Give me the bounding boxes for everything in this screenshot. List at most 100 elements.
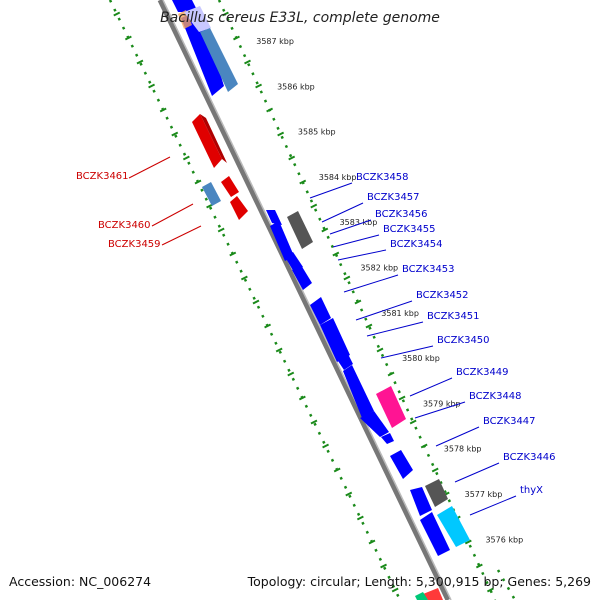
gene-label-BCZK3450[interactable]: BCZK3450 — [437, 335, 490, 346]
scale-tick — [298, 395, 306, 401]
scale-label: 3576 kbp — [485, 535, 523, 544]
scale-tick — [277, 131, 285, 137]
leader-line — [469, 495, 517, 516]
scale-tick — [287, 371, 295, 377]
gene-label-BCZK3448[interactable]: BCZK3448 — [469, 391, 522, 402]
gene-label-BCZK3456[interactable]: BCZK3456 — [375, 209, 428, 220]
outer-scale-ring — [217, 0, 497, 600]
scale-label: 3577 kbp — [465, 490, 503, 499]
gene-BCZK3454[interactable] — [292, 265, 312, 290]
scale-tick — [182, 155, 190, 161]
leader-line — [332, 234, 380, 248]
gene-BCZK3452[interactable] — [320, 318, 350, 362]
gene-label-BCZK3457[interactable]: BCZK3457 — [367, 192, 420, 203]
scale-tick — [321, 227, 329, 233]
gene-BCZK3458[interactable] — [266, 210, 282, 225]
gene-label-BCZK3460[interactable]: BCZK3460 — [98, 220, 151, 231]
scale-tick — [380, 563, 388, 569]
leader-line — [454, 462, 500, 483]
leader-line — [161, 225, 202, 246]
scale-tick — [409, 419, 417, 425]
scale-label: 3581 kbp — [381, 309, 419, 318]
gene-cut-bottom-1 — [423, 588, 443, 600]
gene-blue-thyX-b[interactable] — [420, 512, 450, 556]
forward-strand-genes — [266, 210, 470, 600]
gene-BCZK3456[interactable] — [270, 221, 294, 261]
scale-tick — [266, 107, 274, 113]
leader-line — [329, 219, 372, 235]
gene-label-BCZK3458[interactable]: BCZK3458 — [356, 172, 409, 183]
genome-title: Bacillus cereus E33L, complete genome — [160, 10, 440, 26]
gene-label-BCZK3459[interactable]: BCZK3459 — [108, 239, 161, 250]
scale-tick — [376, 347, 384, 353]
leader-line — [435, 426, 480, 447]
leader-line — [414, 401, 466, 419]
forward-gene-labels: BCZK3458BCZK3457BCZK3456BCZK3455BCZK3454… — [356, 172, 556, 496]
scale-label: 3585 kbp — [298, 128, 336, 137]
gene-steel-top[interactable] — [200, 28, 238, 92]
leader-line — [409, 377, 453, 397]
scale-tick — [333, 467, 341, 473]
gene-label-BCZK3449[interactable]: BCZK3449 — [456, 367, 509, 378]
leader-line — [128, 156, 171, 179]
scale-tick — [136, 59, 144, 65]
scale-label: 3583 kbp — [340, 218, 378, 227]
scale-label: 3587 kbp — [256, 37, 294, 46]
gene-BCZK3461[interactable] — [192, 114, 222, 168]
reverse-strand-genes — [172, 0, 248, 220]
scale-tick — [310, 419, 318, 425]
leader-line — [337, 249, 387, 261]
scale-tick — [299, 179, 307, 185]
gene-BCZK3446[interactable] — [390, 450, 413, 479]
gene-label-BCZK3452[interactable]: BCZK3452 — [416, 290, 469, 301]
gene-BCZK3451[interactable] — [338, 352, 353, 370]
gene-lightblue-top — [184, 6, 211, 32]
gene-BCZK3459[interactable] — [230, 196, 248, 220]
scale-tick — [113, 11, 121, 17]
scale-tick — [343, 275, 351, 281]
scale-tick — [217, 227, 225, 233]
gene-BCZK3450[interactable] — [343, 365, 374, 418]
scale-tick — [148, 83, 156, 89]
gene-label-BCZK3451[interactable]: BCZK3451 — [427, 311, 480, 322]
gene-BCZK3461-3d — [200, 114, 227, 163]
accession-label: Accession: NC_006274 — [9, 574, 152, 589]
scale-tick — [252, 299, 260, 305]
scale-tick — [244, 59, 251, 65]
scale-tick — [322, 443, 330, 449]
forward-label-leaders — [309, 182, 517, 516]
scale-tick — [240, 275, 248, 281]
scale-tick — [391, 587, 399, 593]
gene-label-BCZK3455[interactable]: BCZK3455 — [383, 224, 436, 235]
gene-label-BCZK3453[interactable]: BCZK3453 — [402, 264, 455, 275]
gene-steel-reverse[interactable] — [202, 182, 221, 206]
gene-BCZK3453[interactable] — [310, 297, 331, 325]
scale-tick — [275, 347, 283, 353]
gene-BCZK3460[interactable] — [221, 176, 239, 197]
gene-BCZK3448[interactable] — [360, 411, 389, 437]
gene-thyX[interactable] — [437, 506, 470, 547]
scale-tick — [159, 107, 167, 113]
gene-BCZK3449[interactable] — [376, 386, 406, 428]
gene-label-thyX[interactable]: thyX — [520, 485, 543, 496]
scale-tick — [368, 539, 376, 545]
leader-line — [151, 203, 194, 227]
scale-tick — [229, 251, 237, 257]
scale-tick — [420, 443, 428, 449]
gene-label-BCZK3461[interactable]: BCZK3461 — [76, 171, 129, 182]
reverse-label-leaders — [128, 156, 202, 246]
gene-BCZK3457[interactable] — [287, 211, 313, 249]
scale-label: 3578 kbp — [444, 445, 482, 454]
scale-tick — [264, 323, 272, 329]
gene-blue-3446b[interactable] — [410, 487, 432, 516]
leader-line — [343, 274, 399, 293]
scale-tick — [356, 515, 364, 521]
gene-gray-3446[interactable] — [425, 479, 448, 507]
gene-label-BCZK3447[interactable]: BCZK3447 — [483, 416, 536, 427]
gene-BCZK3447[interactable] — [381, 433, 394, 444]
gene-label-BCZK3446[interactable]: BCZK3446 — [503, 452, 556, 463]
backbone-line — [157, 0, 451, 600]
leader-line — [366, 321, 424, 337]
gene-label-BCZK3454[interactable]: BCZK3454 — [390, 239, 443, 250]
